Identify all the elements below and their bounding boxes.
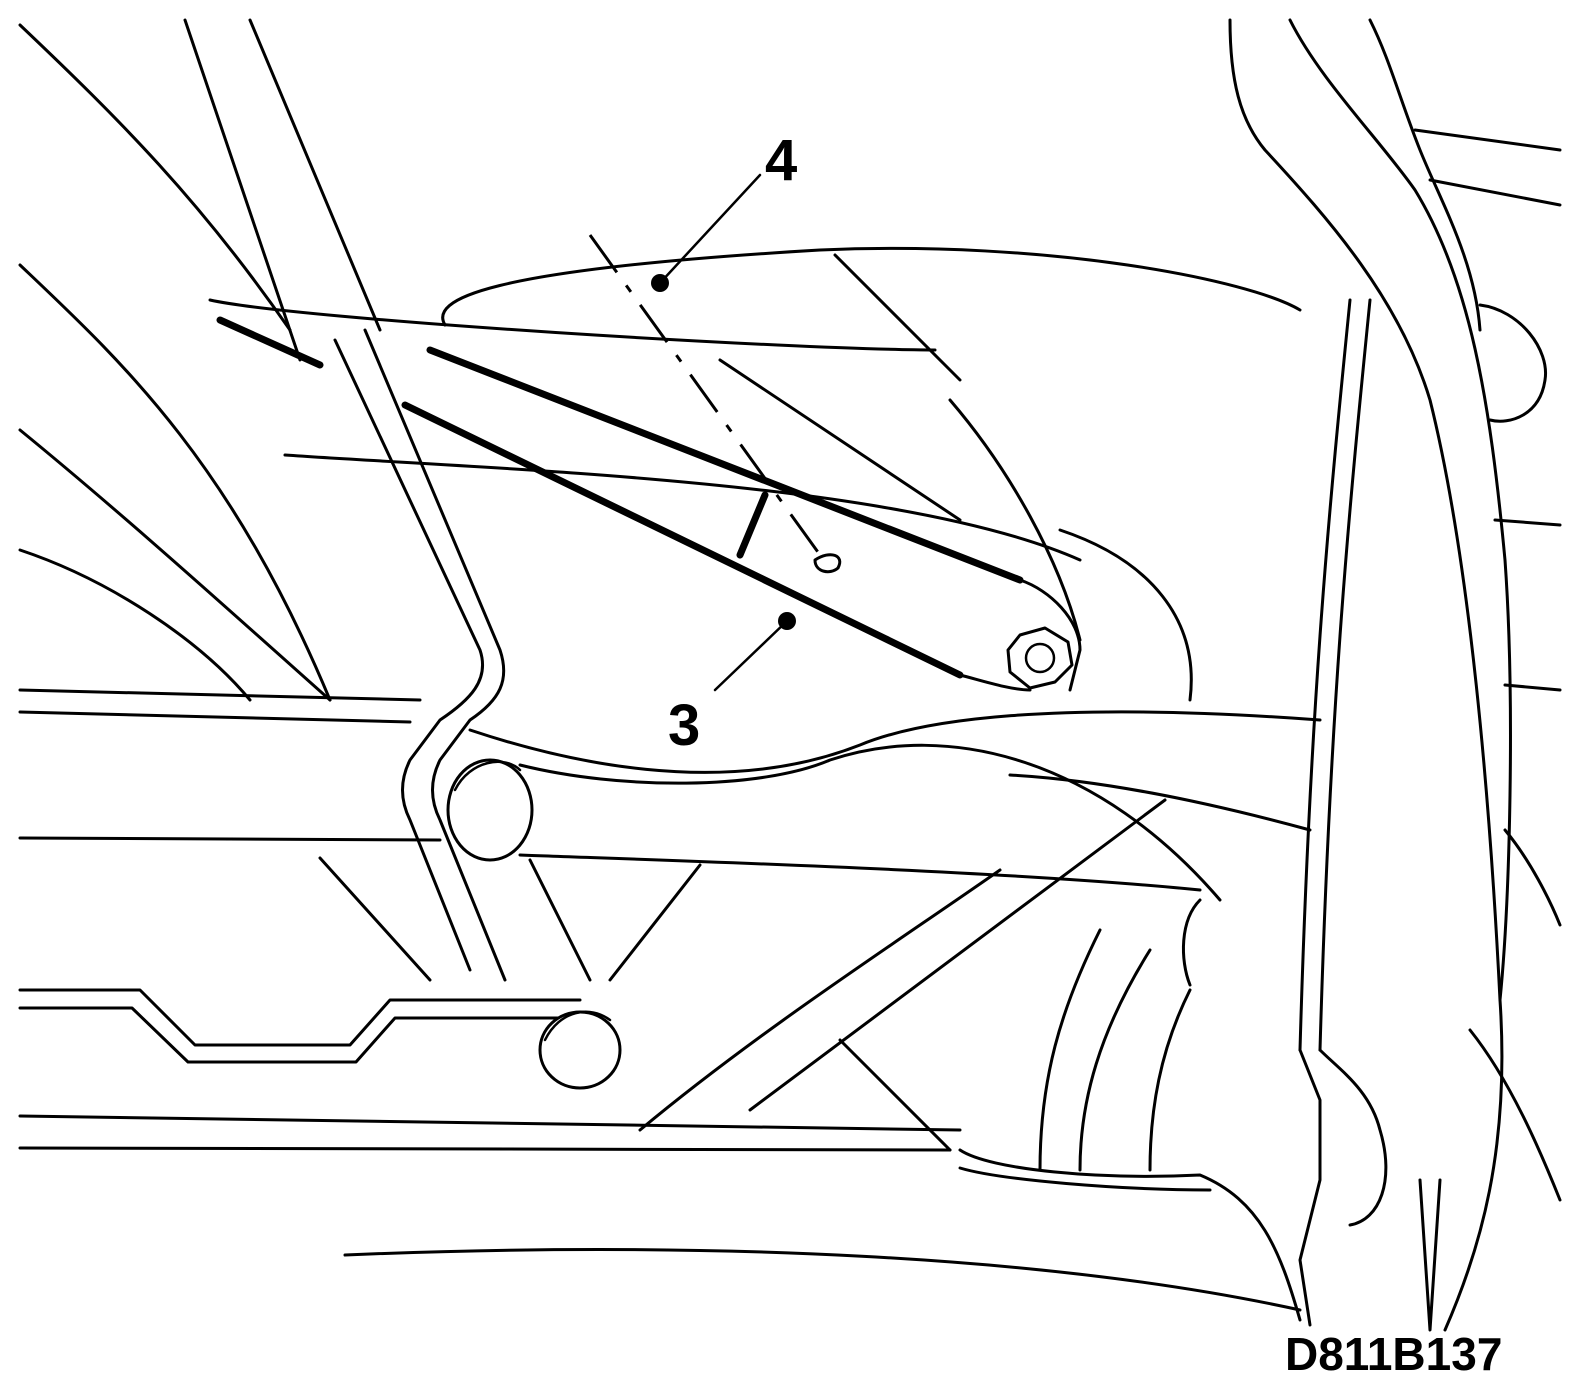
frame-braces [318,798,1192,1172]
leader-lines [651,173,796,692]
support-strut [468,710,1322,987]
hinge-lever [333,328,592,982]
sill [958,1148,1302,1322]
leader-line-4 [658,173,762,285]
background-structure [18,18,1302,1312]
pivot-pins [446,758,622,1090]
door-pillar [1228,18,1562,1332]
callout-4-label: 4 [765,128,797,193]
callout-3-label: 3 [668,693,700,758]
leader-dot-4 [651,274,669,292]
hinge-arm [216,316,1082,692]
upper-pivot-pin [446,758,534,862]
screw [813,553,842,574]
leader-dot-3 [778,612,796,630]
reference-code: D811B137 [1285,1328,1502,1380]
leader-line-3 [713,619,789,692]
hex-nut [1006,626,1074,690]
lower-pivot-pin [538,1010,622,1090]
screw-center-line [588,234,822,556]
